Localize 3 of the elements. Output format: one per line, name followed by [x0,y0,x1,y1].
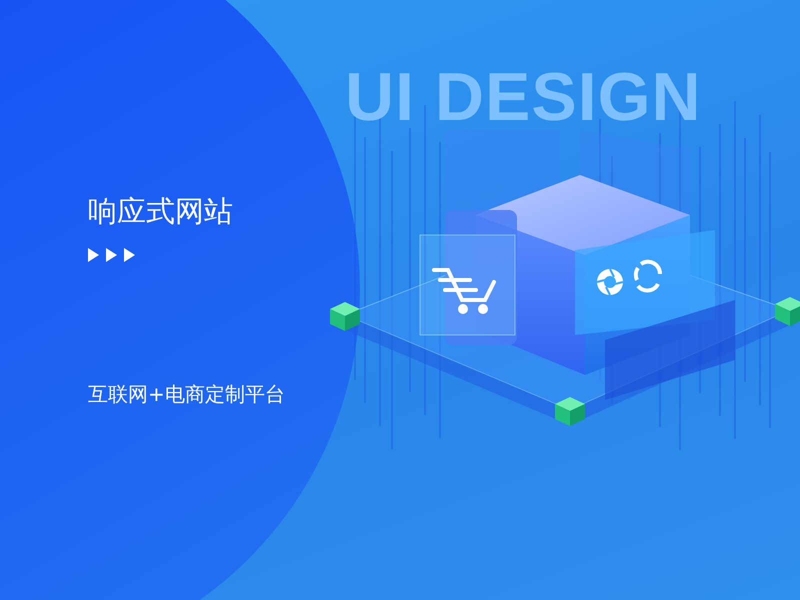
title: 响应式网站 [88,193,233,230]
watermark-heading: UI DESIGN [345,58,702,136]
subtitle: 互联网+电商定制平台 [88,381,285,408]
